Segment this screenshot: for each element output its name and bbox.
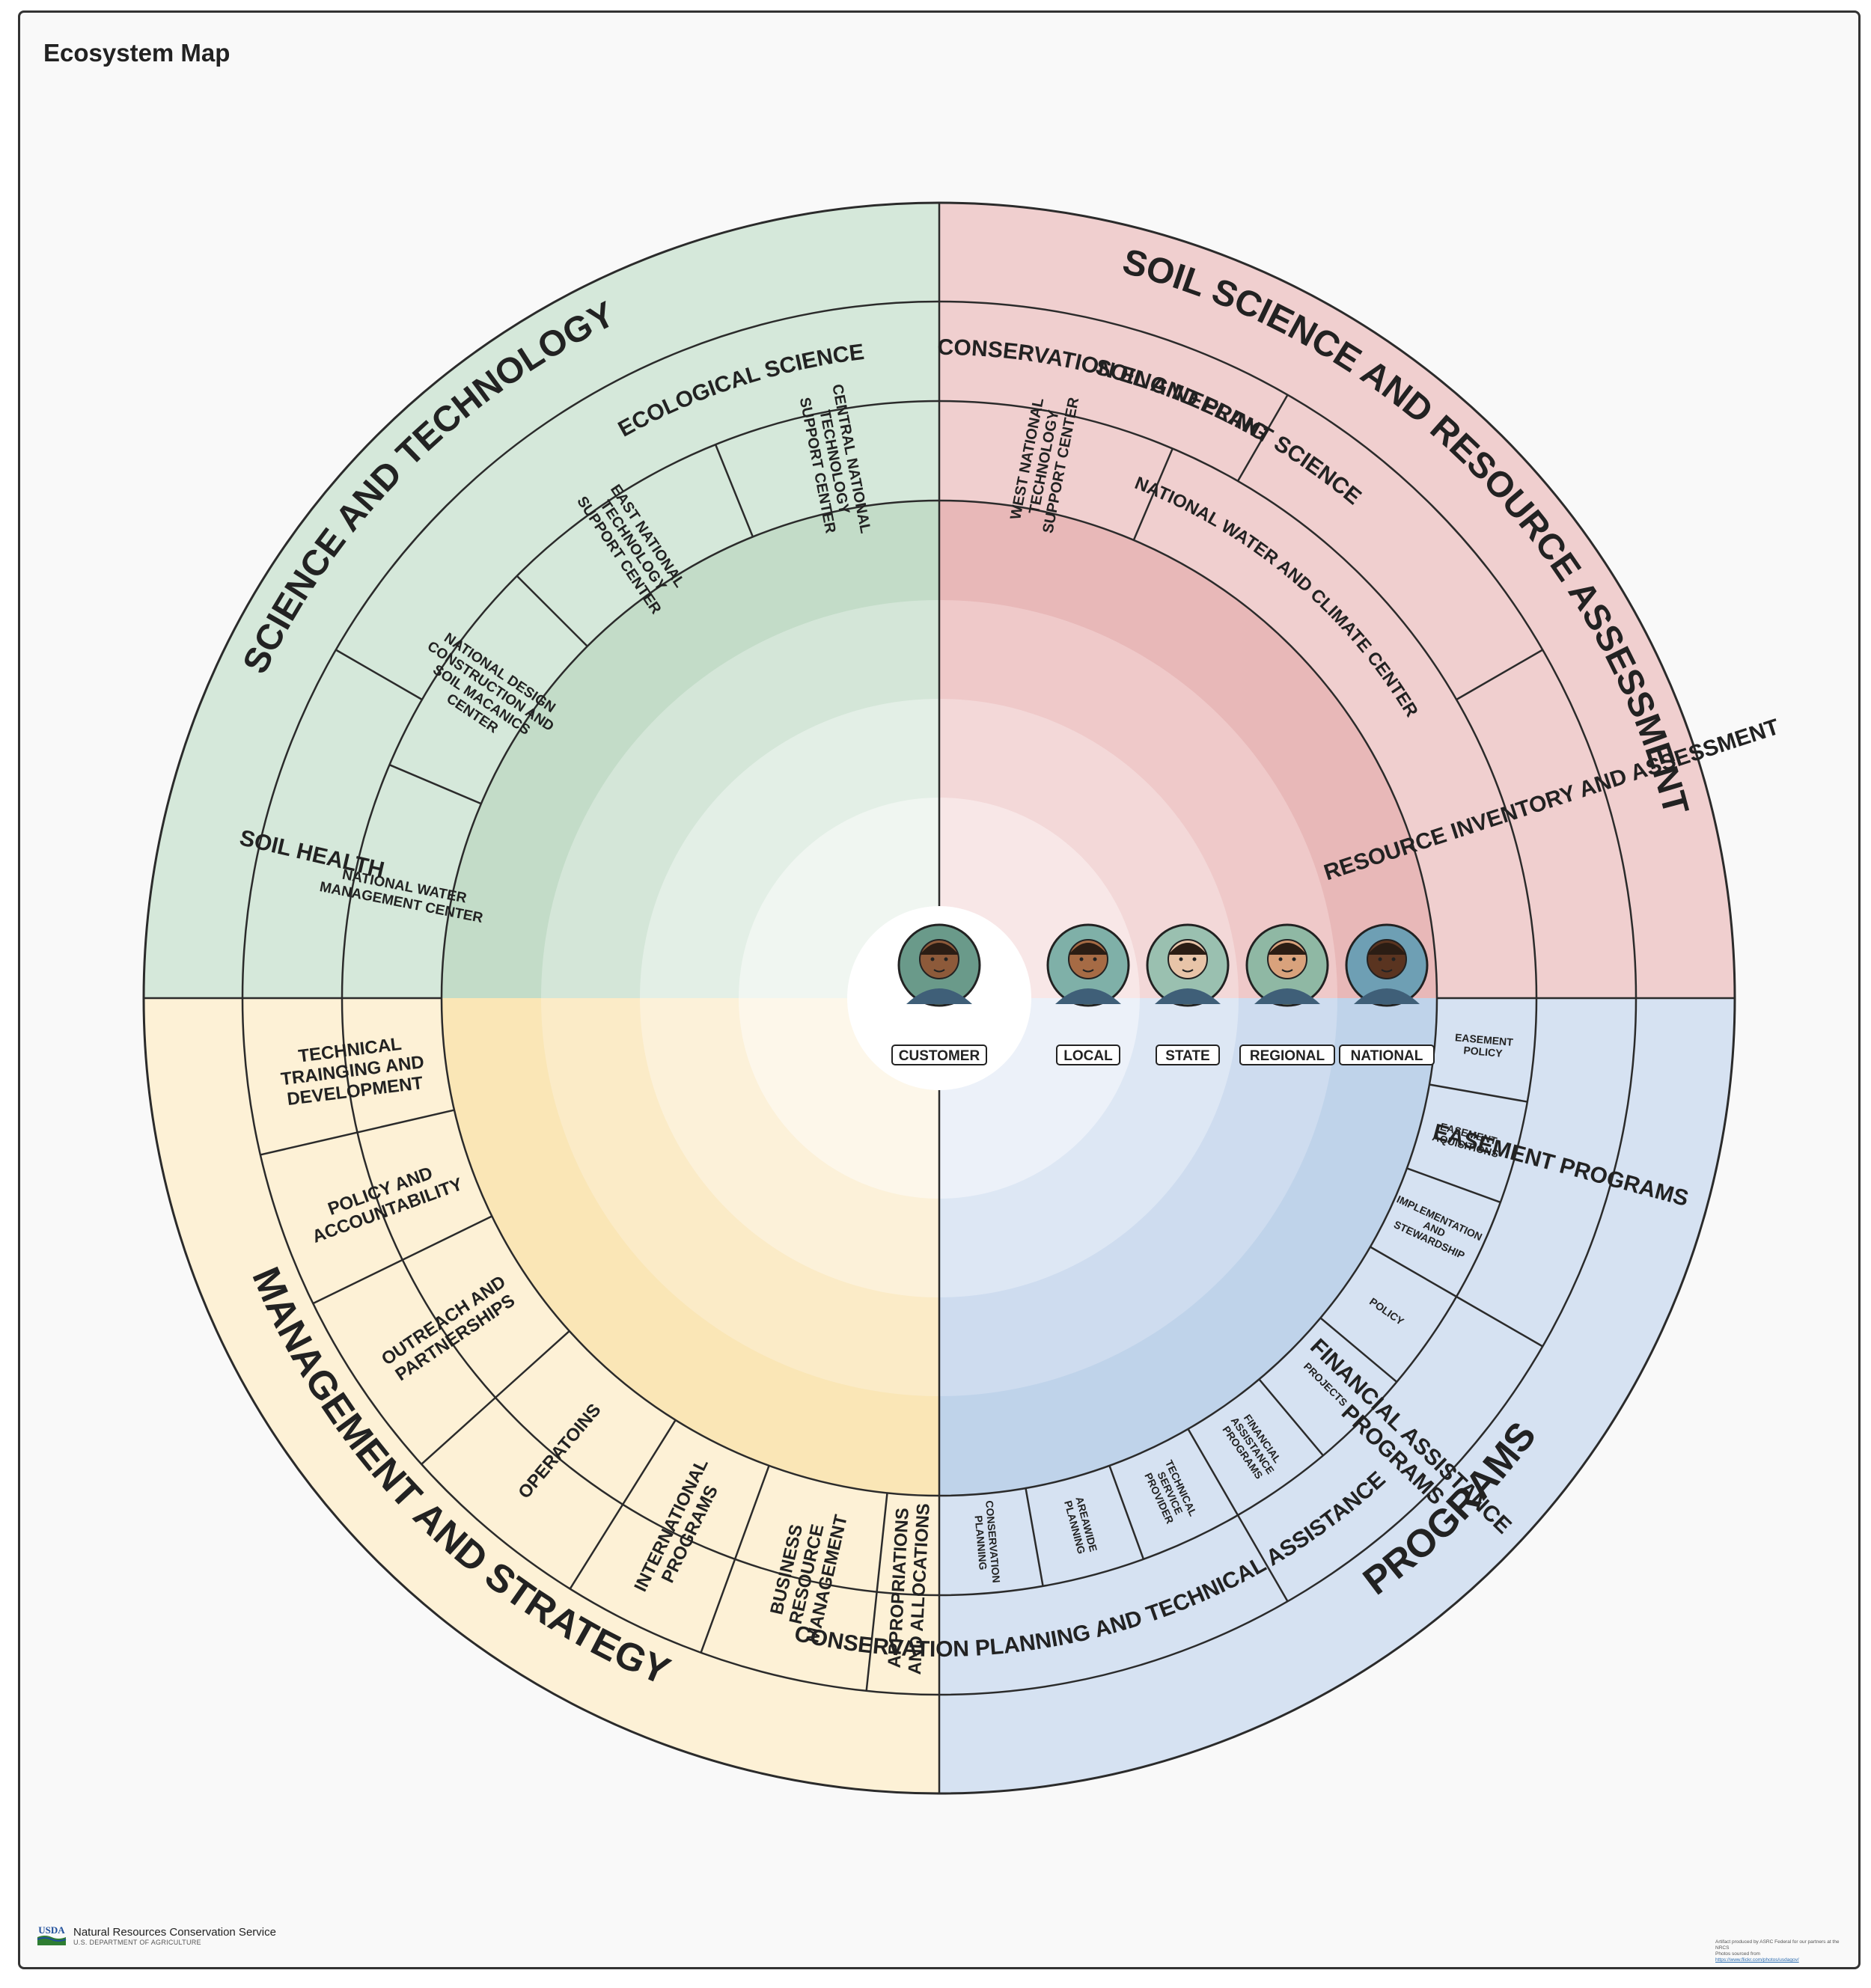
customer-avatar-icon [897,923,981,1007]
divider-sci-3 [1132,447,1173,541]
quadrant-bands [144,203,1735,1793]
divider-prog-ring3-2 [1370,1246,1457,1298]
persona-row: CUSTOMER LOCAL STATE REGIONAL NATIONAL [891,923,1435,1065]
divider-sci-4 [714,444,754,537]
usda-logo-text: USDA [38,1924,65,1936]
divider-prog-ring3-4 [1258,1378,1324,1457]
divider-sci-1 [1236,394,1289,482]
divider-mgmt-4 [312,1215,492,1305]
ring-boundary-2 [341,400,1538,1597]
ring-boundary-3 [440,499,1438,1497]
regional-avatar-icon [1245,923,1329,1007]
divider-soil-1 [1456,649,1543,701]
outer-ring [142,201,1736,1795]
agency-name: Natural Resources Conservation Service [73,1925,276,1939]
credit-line: Artifact produced by ASRC Federal for ou… [1715,1939,1840,1951]
division-lines [142,201,1736,1795]
persona-label-national: NATIONAL [1351,1048,1423,1064]
divider-mgmt-1 [700,1465,770,1654]
divider-sci-2 [335,649,423,701]
state-avatar-icon [1146,923,1230,1007]
persona-label-state: STATE [1165,1048,1209,1064]
divider-prog-ring3-6 [1108,1465,1145,1560]
divider-prog-ring3-0 [1429,1083,1528,1103]
credit-link[interactable]: https://www.flickr.com/photos/usdagov/ [1715,1957,1799,1963]
divider-prog-1 [1456,1295,1543,1348]
divider-sci-6 [388,764,482,805]
divider-prog-2 [1236,1514,1289,1602]
divider-mgmt-0 [865,1493,888,1692]
local-avatar-icon [1046,923,1130,1007]
divider-mgmt-2 [569,1419,677,1590]
divider-sci-5 [516,575,588,647]
divider-prog-ring3-7 [1025,1487,1044,1587]
department-name: U.S. DEPARTMENT OF AGRICULTURE [73,1938,201,1946]
nrcs-brand: USDA Natural Resources Conservation Serv… [36,1924,276,1947]
persona-label-regional: REGIONAL [1250,1048,1325,1064]
divider-prog-ring3-1 [1406,1167,1501,1204]
divider-mgmt-5 [260,1109,455,1156]
persona-label-local: LOCAL [1063,1048,1113,1064]
ring-boundary-1 [241,300,1637,1696]
divider-prog-ring3-3 [1319,1317,1398,1383]
photo-credit: Artifact produced by ASRC Federal for ou… [1715,1939,1843,1963]
label-prog-ring3-0: EASEMENTPOLICY [1453,1031,1514,1060]
divider-mgmt-3 [421,1330,570,1465]
divider-prog-ring3-5 [1187,1428,1239,1516]
page-title: Ecosystem Map [43,39,231,67]
usda-logo-icon: USDA [37,1924,67,1945]
national-avatar-icon [1345,923,1429,1007]
persona-label-customer: CUSTOMER [899,1048,980,1064]
credit-photos: Photos sourced from [1715,1951,1760,1957]
